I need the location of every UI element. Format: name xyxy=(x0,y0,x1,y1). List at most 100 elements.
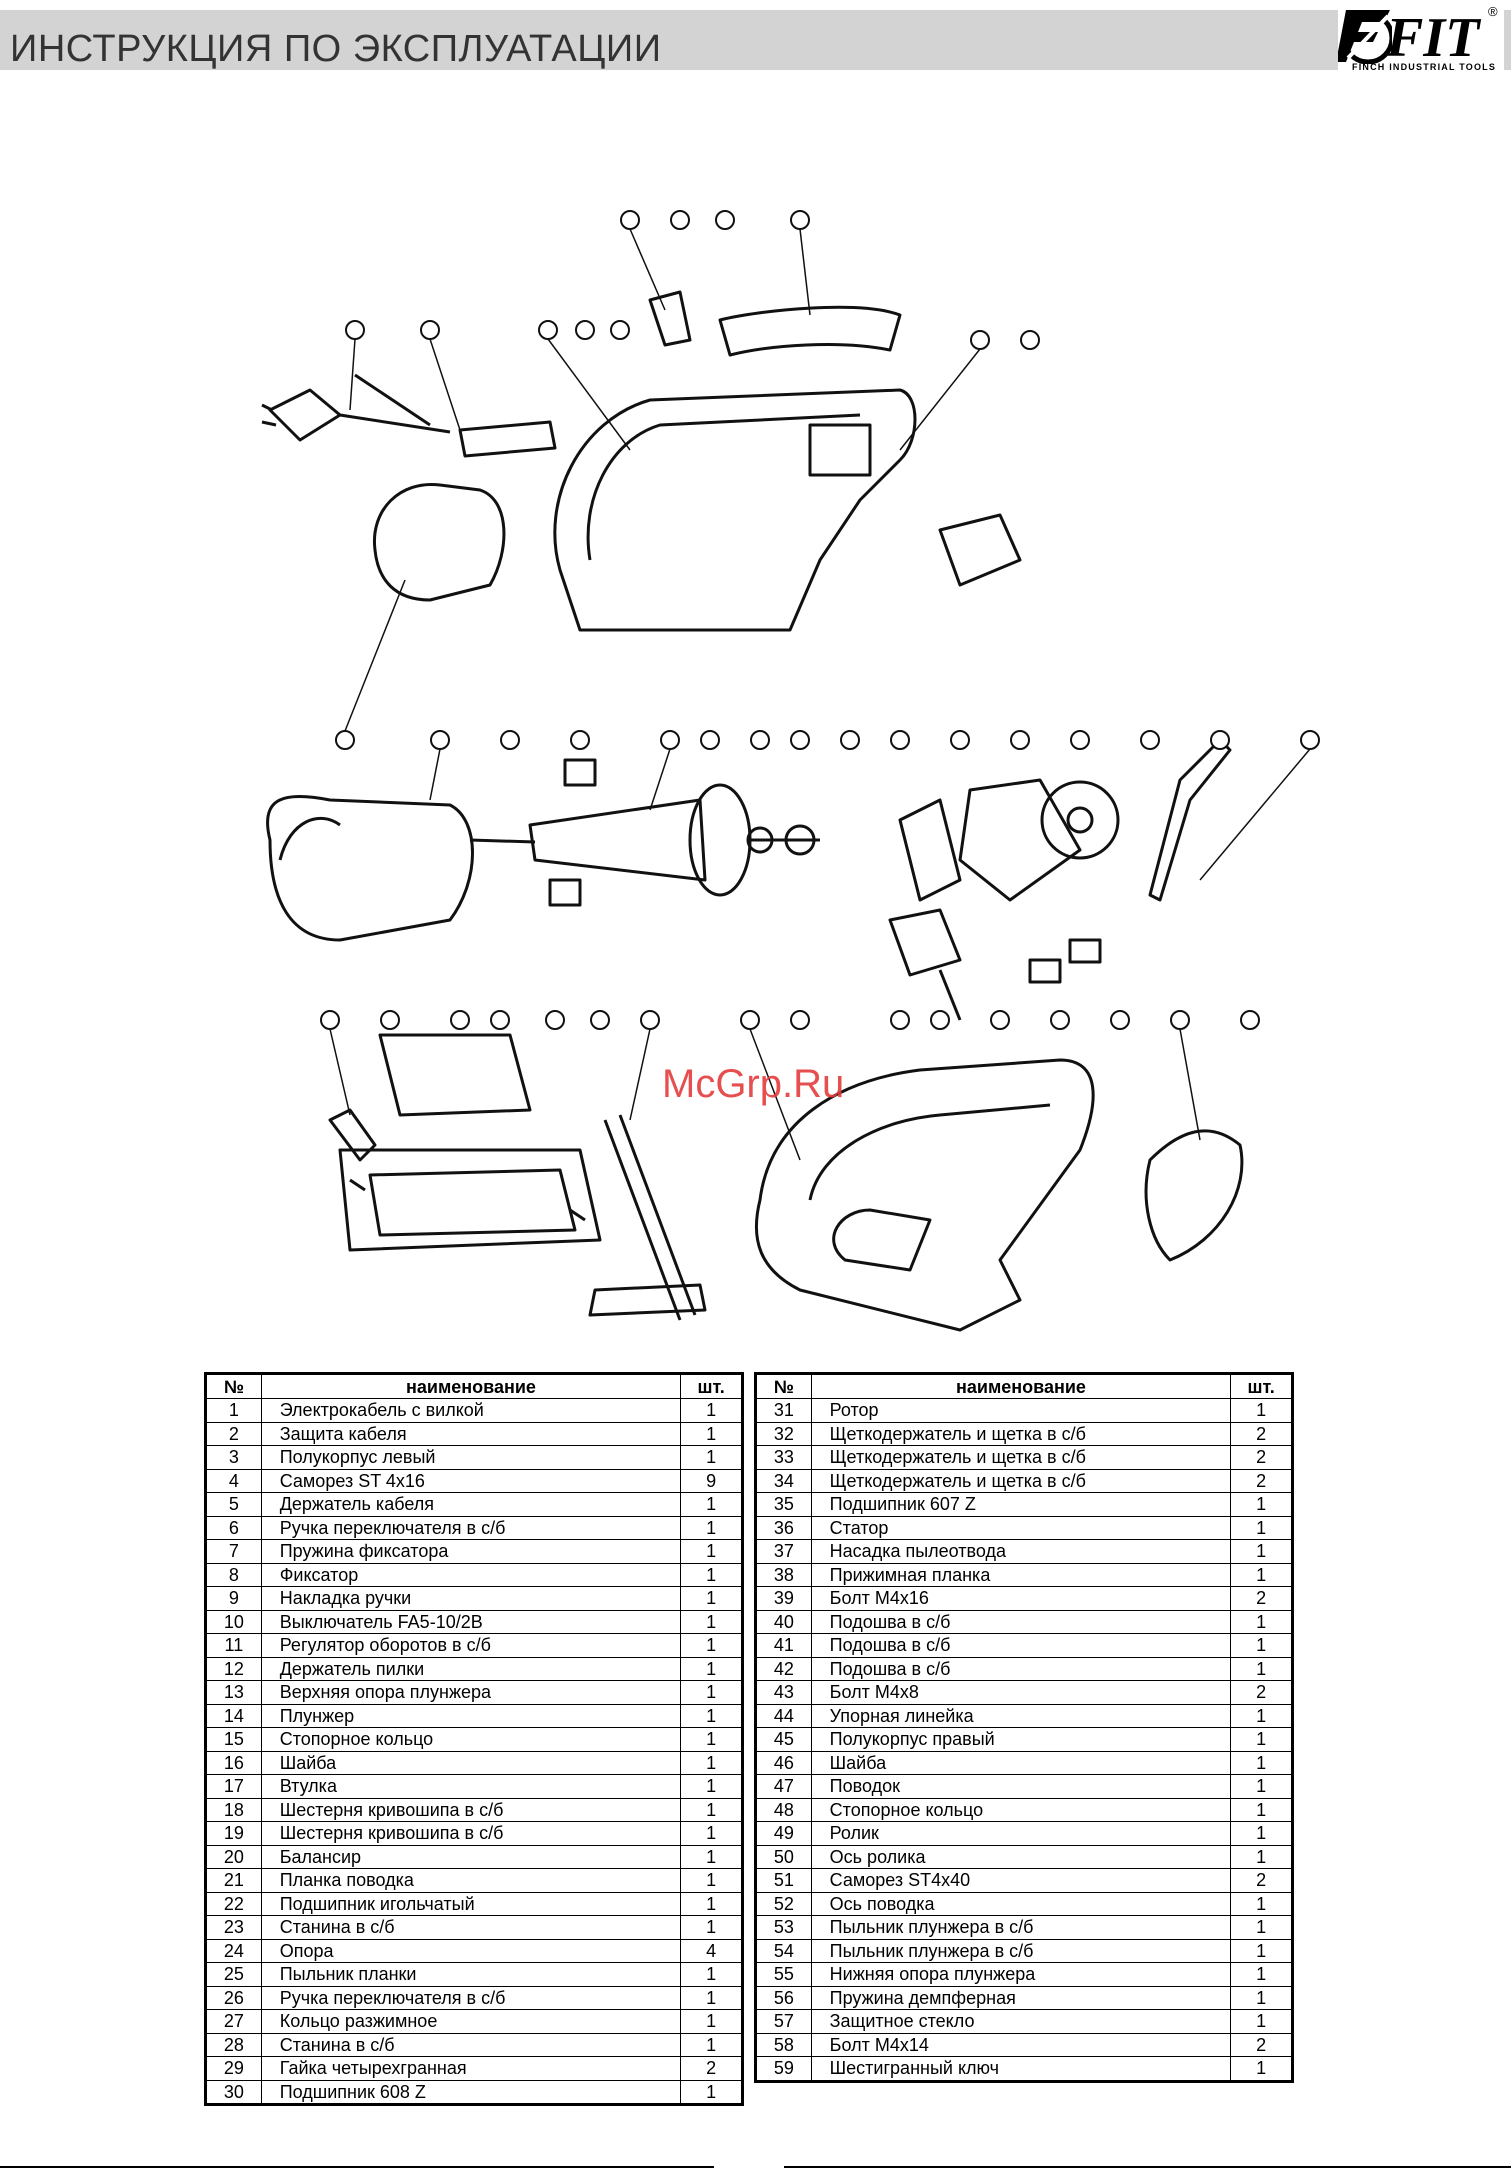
cell-name: Подошва в с/б xyxy=(810,1609,1232,1634)
cell-name: Шайба xyxy=(260,1750,682,1775)
cell-num: 37 xyxy=(755,1539,812,1564)
cell-qty: 1 xyxy=(1230,1562,1293,1587)
logo-tagline: FINCH INDUSTRIAL TOOLS xyxy=(1352,62,1497,72)
cell-num: 39 xyxy=(755,1586,812,1611)
cell-name: Пыльник планки xyxy=(260,1962,682,1987)
cell-name: Прижимная планка xyxy=(810,1562,1232,1587)
cell-name: Шестерня кривошипа в с/б xyxy=(260,1821,682,1846)
cell-name: Поводок xyxy=(810,1774,1232,1799)
cell-num: 5 xyxy=(205,1492,262,1517)
cell-num: 15 xyxy=(205,1727,262,1752)
cell-qty: 2 xyxy=(1230,1586,1293,1611)
cell-name: Ротор xyxy=(810,1398,1232,1423)
header-bar: ИНСТРУКЦИЯ ПО ЭКСПЛУАТАЦИИ xyxy=(0,10,1511,70)
cell-qty: 1 xyxy=(680,1774,743,1799)
cell-num: 50 xyxy=(755,1844,812,1869)
fit-logo: FIT ® FINCH INDUSTRIAL TOOLS xyxy=(1338,4,1504,78)
cell-qty: 1 xyxy=(1230,2056,1293,2082)
cell-name: Подшипник 608 Z xyxy=(260,2079,682,2105)
cell-num: 46 xyxy=(755,1750,812,1775)
cell-qty: 1 xyxy=(680,1797,743,1822)
cell-name: Защита кабеля xyxy=(260,1421,682,1446)
footer-divider-right xyxy=(784,2166,1511,2168)
cell-name: Держатель пилки xyxy=(260,1656,682,1681)
cell-num: 52 xyxy=(755,1891,812,1916)
cell-num: 40 xyxy=(755,1609,812,1634)
cell-qty: 2 xyxy=(1230,1680,1293,1705)
cell-num: 54 xyxy=(755,1938,812,1963)
cell-qty: 1 xyxy=(680,1421,743,1446)
cell-qty: 1 xyxy=(1230,1703,1293,1728)
cell-num: 36 xyxy=(755,1515,812,1540)
cell-name: Пружина демпферная xyxy=(810,1985,1232,2010)
cell-qty: 1 xyxy=(1230,1656,1293,1681)
cell-num: 22 xyxy=(205,1891,262,1916)
cell-name: Ручка переключателя в с/б xyxy=(260,1515,682,1540)
cell-name: Гайка четырехгранная xyxy=(260,2056,682,2081)
cell-name: Подошва в с/б xyxy=(810,1656,1232,1681)
cell-name: Статор xyxy=(810,1515,1232,1540)
cell-num: 44 xyxy=(755,1703,812,1728)
cell-name: Щеткодержатель и щетка в с/б xyxy=(810,1468,1232,1493)
cell-qty: 1 xyxy=(1230,2009,1293,2034)
cell-name: Ручка переключателя в с/б xyxy=(260,1985,682,2010)
cell-num: 24 xyxy=(205,1938,262,1963)
cell-num: 31 xyxy=(755,1398,812,1423)
cell-name: Шестерня кривошипа в с/б xyxy=(260,1797,682,1822)
cell-qty: 1 xyxy=(1230,1633,1293,1658)
cell-qty: 1 xyxy=(680,1633,743,1658)
cell-qty: 1 xyxy=(1230,1891,1293,1916)
cell-qty: 1 xyxy=(1230,1985,1293,2010)
cell-qty: 1 xyxy=(680,1586,743,1611)
cell-name: Фиксатор xyxy=(260,1562,682,1587)
cell-qty: 1 xyxy=(680,1656,743,1681)
cell-name: Кольцо разжимное xyxy=(260,2009,682,2034)
cell-qty: 1 xyxy=(680,1727,743,1752)
cell-name: Болт М4х16 xyxy=(810,1586,1232,1611)
cell-num: 27 xyxy=(205,2009,262,2034)
cell-qty: 1 xyxy=(1230,1398,1293,1423)
cell-name: Держатель кабеля xyxy=(260,1492,682,1517)
cell-qty: 1 xyxy=(1230,1774,1293,1799)
cell-name: Выключатель FA5-10/2B xyxy=(260,1609,682,1634)
cell-num: 49 xyxy=(755,1821,812,1846)
cell-name: Пружина фиксатора xyxy=(260,1539,682,1564)
column-header-qty: шт. xyxy=(680,1373,743,1399)
column-header-num: № xyxy=(205,1373,262,1399)
cell-num: 58 xyxy=(755,2032,812,2057)
cell-name: Регулятор оборотов в с/б xyxy=(260,1633,682,1658)
cell-name: Защитное стекло xyxy=(810,2009,1232,2034)
cell-num: 59 xyxy=(755,2056,812,2082)
cell-num: 33 xyxy=(755,1445,812,1470)
cell-qty: 1 xyxy=(680,1398,743,1423)
cell-num: 3 xyxy=(205,1445,262,1470)
cell-num: 11 xyxy=(205,1633,262,1658)
